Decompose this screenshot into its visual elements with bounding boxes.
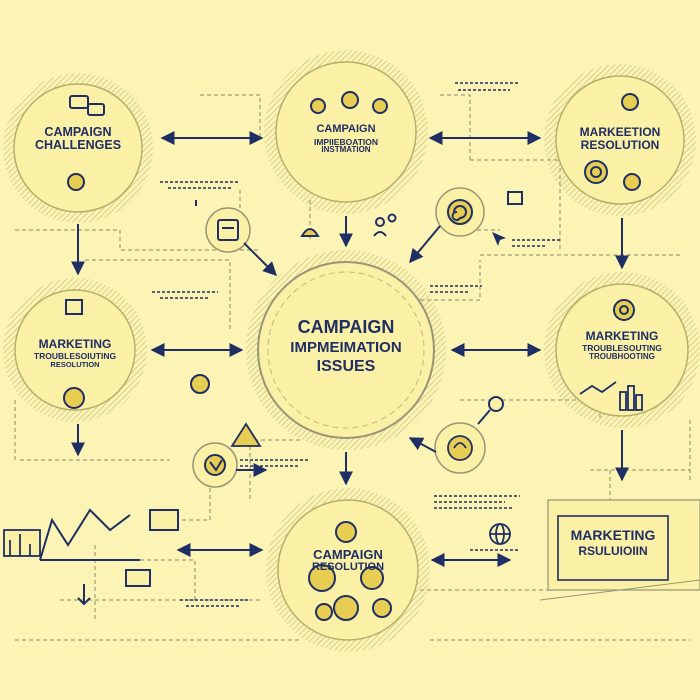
target-icon (584, 160, 635, 321)
bottom-right-box-line2: RSULUIOIIN (578, 543, 648, 558)
bottom-right-panel (539, 499, 700, 601)
mid-left-node-line1: MARKETING (38, 337, 112, 351)
cursor-icon (492, 191, 523, 246)
top-center-node-line3: INSTMATION (321, 145, 371, 155)
hand-icon (447, 435, 473, 461)
magnifier-icon (63, 374, 504, 425)
filler-text-lines (152, 82, 560, 607)
bottom-center-node-line2: RESOLUTION (311, 560, 385, 573)
bottom-center-node-line1: CAMPAIGN (313, 547, 383, 562)
mid-left-node-line2: TROUBLESOIUTING (33, 350, 117, 361)
center-node-line2: IMPMEIMATION (290, 338, 402, 356)
top-center-node-line2: IMPIIEBOATION (313, 136, 379, 147)
mid-right-node-label: MARKETING TROUBLESOUTING TROUBHOOTING (558, 330, 686, 361)
mid-left-node-line3: RESOLUTION (50, 359, 100, 369)
mid-left-node-label: MARKETING TROUBLESOIUTING RESOLUTION (15, 338, 135, 368)
mid-right-node-line3: TROUBHOOTING (589, 351, 655, 361)
top-center-node-label: CAMPAIGN IMPIIEBOATION INSTMATION (281, 123, 411, 155)
node-circles (3, 50, 700, 652)
center-node-label: CAMPAIGN IMPMEIMATION ISSUES (266, 318, 426, 375)
globe-icon (489, 523, 511, 545)
line-chart-icon (39, 508, 140, 606)
spiral-icon (204, 199, 473, 476)
bottom-right-box-line1: MARKETING (570, 527, 656, 543)
top-right-node-line1: MARKEETION (579, 125, 661, 139)
bottom-right-box-label: MARKETING RSULUIOIIN (558, 528, 668, 557)
chat-bubbles-icon (69, 95, 105, 116)
top-right-node-line2: RESOLUTION (580, 137, 660, 152)
clipboard-icon (65, 219, 239, 587)
top-center-node-line1: CAMPAIGN (316, 123, 376, 135)
center-node-line1: CAMPAIGN (297, 317, 395, 337)
warning-icon (230, 422, 262, 447)
bar-chart-icon (3, 381, 643, 557)
center-node-line3: ISSUES (316, 357, 376, 375)
top-right-node-label: MARKEETION RESOLUTION (558, 126, 682, 151)
mid-right-node-line2: TROUBLESOUTING (582, 342, 662, 353)
flow-arrows (71, 131, 629, 567)
mid-right-node-line1: MARKETING (585, 329, 659, 343)
bottom-center-node-label: CAMPAIGN RESOLUTION (288, 548, 408, 573)
people-icon (300, 213, 397, 237)
top-left-node-line2: CHALLENGES (34, 138, 122, 153)
top-left-node-label: CAMPAIGN CHALLENGES (18, 125, 138, 153)
top-left-node-line1: CAMPAIGN (44, 125, 112, 139)
gear-icon (67, 91, 641, 621)
